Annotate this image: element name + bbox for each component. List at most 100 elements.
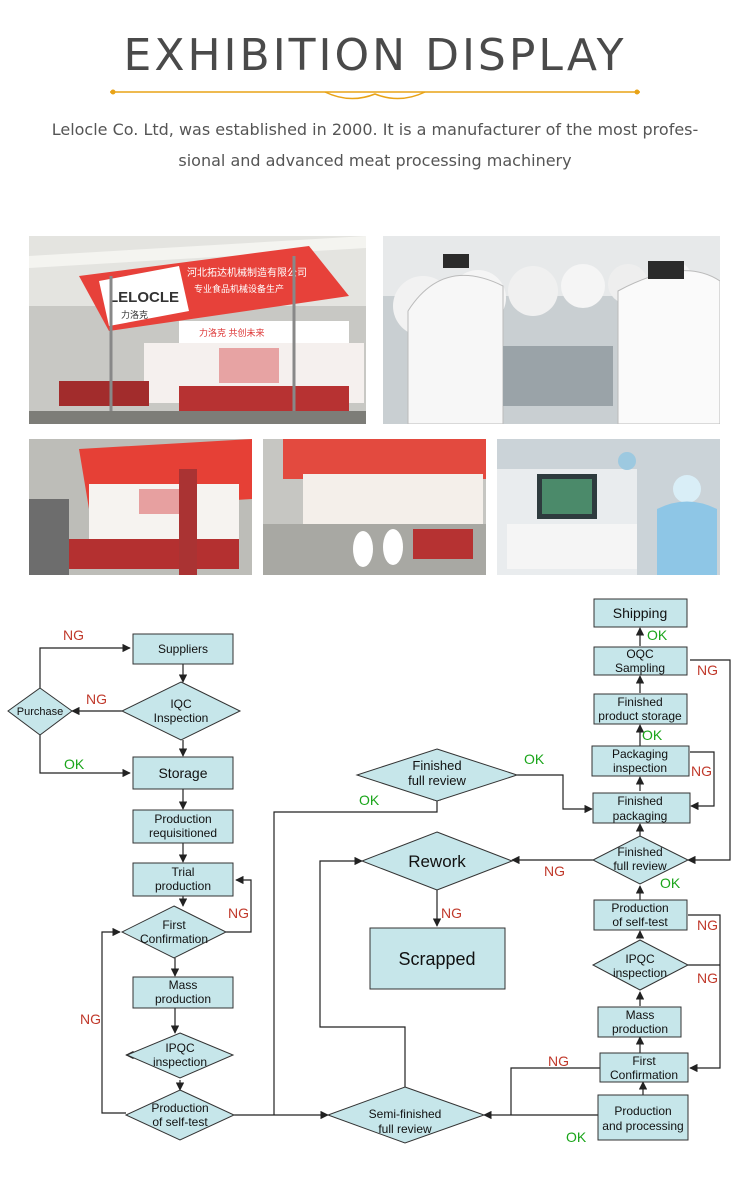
node-trial-production bbox=[132, 862, 234, 897]
node-finished-full-review-top bbox=[355, 748, 519, 802]
ok-label: OK bbox=[524, 751, 545, 767]
booth-banner-text: 河北拓达机械制造有限公司 bbox=[187, 266, 307, 279]
node-finished-packaging bbox=[592, 792, 691, 824]
ng-label: NG bbox=[548, 1053, 569, 1069]
label-shipping: Shipping bbox=[613, 605, 668, 621]
label-oqc-1: OQC bbox=[626, 647, 654, 661]
label-fin-pack-2: packaging bbox=[613, 809, 668, 823]
node-mass-production-left bbox=[132, 976, 234, 1009]
ng-label: NG bbox=[80, 1011, 101, 1027]
node-self-test-left bbox=[124, 1089, 236, 1141]
label-ipqc-left-2: inspection bbox=[153, 1055, 207, 1069]
node-mass-production-right bbox=[597, 1006, 682, 1038]
label-storage-fin-1: Finished bbox=[617, 695, 662, 709]
label-first-conf-left-1: First bbox=[162, 918, 186, 932]
label-ipqc-left-1: IPQC bbox=[165, 1041, 195, 1055]
node-purchase bbox=[7, 687, 73, 736]
label-mass-left-2: production bbox=[155, 992, 211, 1006]
node-shipping bbox=[593, 598, 688, 628]
node-production-requisitioned bbox=[132, 809, 234, 844]
label-pack-insp-1: Packaging bbox=[612, 747, 668, 761]
ornamental-divider bbox=[110, 89, 640, 100]
label-fin-review-top-2: full review bbox=[408, 773, 466, 788]
intro-line-1: Lelocle Co. Ltd, was established in 2000… bbox=[51, 120, 699, 139]
photo-booth-visitors bbox=[263, 439, 486, 575]
label-first-conf-left-2: Confirmation bbox=[140, 932, 208, 946]
ng-label: NG bbox=[697, 970, 718, 986]
label-mass-right-1: Mass bbox=[626, 1008, 655, 1022]
label-storage: Storage bbox=[158, 765, 207, 781]
label-oqc-2: Sampling bbox=[615, 661, 665, 675]
ok-label: OK bbox=[647, 627, 668, 643]
ng-label: NG bbox=[697, 662, 718, 678]
node-ipqc-inspection-left bbox=[125, 1032, 235, 1079]
label-requisition-2: requisitioned bbox=[149, 826, 217, 840]
label-rework: Rework bbox=[408, 852, 466, 871]
label-selftest-left-1: Production bbox=[151, 1101, 208, 1115]
node-oqc-sampling bbox=[593, 646, 688, 676]
node-scrapped bbox=[369, 927, 506, 990]
label-trial-2: production bbox=[155, 879, 211, 893]
label-requisition-1: Production bbox=[154, 812, 211, 826]
label-suppliers: Suppliers bbox=[158, 642, 208, 656]
node-first-confirmation-right bbox=[599, 1052, 689, 1083]
node-iqc-inspection bbox=[120, 681, 242, 741]
photo-slicer-machines bbox=[383, 236, 720, 424]
label-semi-2: full review bbox=[378, 1122, 432, 1136]
label-iqc-2: Inspection bbox=[154, 711, 209, 725]
company-intro: Lelocle Co. Ltd, was established in 2000… bbox=[40, 114, 710, 176]
ng-label: NG bbox=[86, 691, 107, 707]
label-fin-review-right-1: Finished bbox=[617, 845, 662, 859]
flow-connectors bbox=[39, 627, 731, 1120]
flow-nodes bbox=[7, 598, 691, 1144]
label-trial-1: Trial bbox=[172, 865, 195, 879]
quality-control-flowchart: NG NG OK NG NG OK NG NG OK NG OK OK NG O… bbox=[7, 598, 731, 1145]
label-first-conf-right-1: First bbox=[632, 1054, 656, 1068]
ng-label: NG bbox=[63, 627, 84, 643]
flow-status-labels: NG NG OK NG NG OK NG NG OK NG OK OK NG O… bbox=[63, 627, 718, 1145]
ng-label: NG bbox=[228, 905, 249, 921]
ng-label: NG bbox=[441, 905, 462, 921]
label-iqc-1: IQC bbox=[170, 697, 192, 711]
ng-label: NG bbox=[544, 863, 565, 879]
node-finished-product-storage bbox=[593, 693, 688, 725]
label-selftest-left-2: of self-test bbox=[152, 1115, 208, 1129]
label-first-conf-right-2: Confirmation bbox=[610, 1068, 678, 1082]
photo-factory-inspection bbox=[497, 439, 720, 575]
label-selftest-right-1: Production bbox=[611, 901, 668, 915]
label-pack-insp-2: inspection bbox=[613, 761, 667, 775]
node-semi-finished-review bbox=[326, 1086, 486, 1144]
ng-label: NG bbox=[697, 917, 718, 933]
node-self-test-right bbox=[593, 899, 688, 931]
label-ipqc-right-2: inspection bbox=[613, 966, 667, 980]
photo-exhibition-booth: LELOCLE 力洛克 河北拓达机械制造有限公司 专业食品机械设备生产 力洛克 … bbox=[29, 236, 366, 424]
node-suppliers bbox=[132, 633, 234, 665]
node-production-processing bbox=[597, 1094, 689, 1141]
booth-banner-text-2: 专业食品机械设备生产 bbox=[194, 283, 284, 294]
label-mass-right-2: production bbox=[612, 1022, 668, 1036]
label-semi-1: Semi-finished bbox=[369, 1107, 442, 1121]
booth-slogan-text: 力洛克 共创未来 bbox=[199, 327, 265, 338]
label-purchase: Purchase bbox=[17, 706, 63, 718]
page-title: EXHIBITION DISPLAY bbox=[123, 30, 627, 81]
ok-label: OK bbox=[660, 875, 681, 891]
label-processing-2: and processing bbox=[602, 1119, 683, 1133]
node-first-confirmation-left bbox=[120, 905, 228, 959]
label-fin-review-top-1: Finished bbox=[412, 758, 461, 773]
node-finished-full-review-right bbox=[591, 835, 690, 885]
node-rework bbox=[360, 831, 514, 891]
ng-label: NG bbox=[691, 763, 712, 779]
label-fin-review-right-2: full review bbox=[613, 859, 667, 873]
label-storage-fin-2: product storage bbox=[598, 709, 682, 723]
flow-node-labels: Suppliers IQC Inspection Purchase Storag… bbox=[17, 605, 684, 1136]
ok-label: OK bbox=[642, 727, 663, 743]
ok-label: OK bbox=[64, 756, 85, 772]
node-packaging-inspection bbox=[591, 745, 690, 777]
node-ipqc-inspection-right bbox=[591, 939, 690, 991]
booth-brand-cn-text: 力洛克 bbox=[121, 309, 148, 320]
label-scrapped: Scrapped bbox=[398, 949, 475, 969]
label-mass-left-1: Mass bbox=[169, 978, 198, 992]
node-storage bbox=[132, 756, 234, 790]
label-selftest-right-2: of self-test bbox=[612, 915, 668, 929]
booth-brand-text: LELOCLE bbox=[109, 289, 179, 306]
